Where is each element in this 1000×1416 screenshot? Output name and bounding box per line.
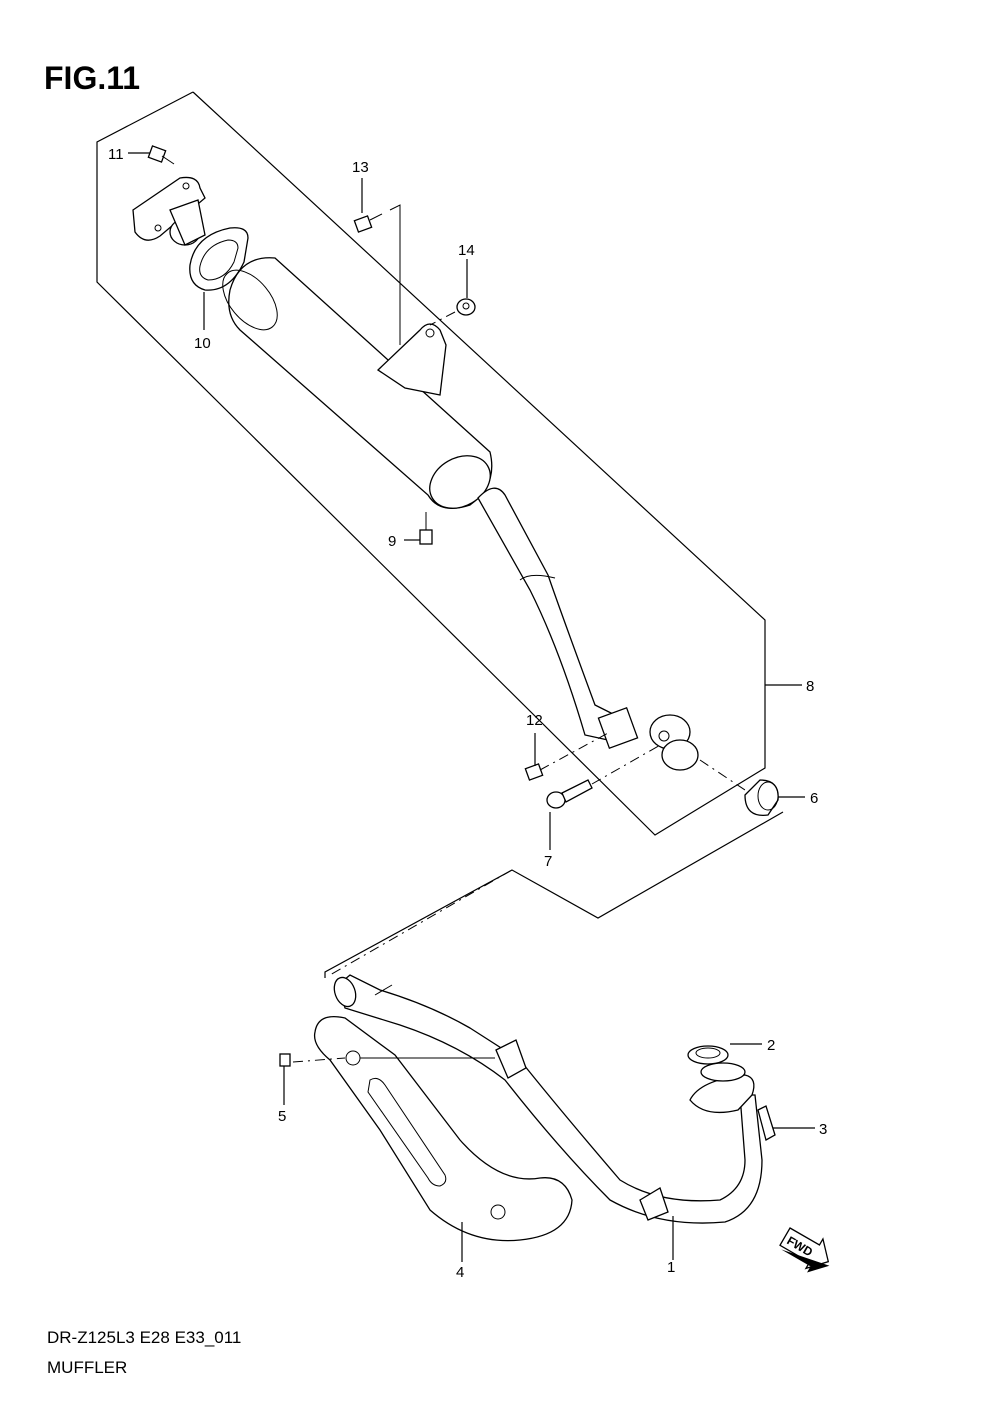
lower-outline — [324, 811, 784, 978]
bolt-9 — [419, 512, 433, 545]
exhaust-pipe — [333, 974, 763, 1224]
callout-8: 8 — [806, 678, 814, 695]
callout-1: 1 — [667, 1259, 675, 1276]
callout-6: 6 — [810, 790, 818, 807]
callout-10: 10 — [194, 335, 211, 352]
callout-12: 12 — [526, 712, 543, 729]
screw-5 — [279, 1053, 346, 1067]
exhaust-flange — [689, 1062, 755, 1114]
lower-outline-dash — [329, 869, 513, 976]
muffler-mount-bracket — [376, 323, 447, 396]
leader-lines — [128, 152, 815, 1262]
callout-7: 7 — [544, 853, 552, 870]
callout-9: 9 — [388, 533, 396, 550]
stud-3 — [757, 1105, 776, 1141]
callout-4: 4 — [456, 1264, 464, 1281]
callout-11: 11 — [108, 146, 124, 163]
bolt-7 — [546, 743, 663, 809]
gasket — [189, 227, 249, 291]
callout-5: 5 — [278, 1108, 286, 1125]
bolt-11 — [147, 145, 175, 165]
pipe-clamp — [597, 707, 699, 771]
bushing-6 — [744, 779, 779, 816]
muffler-body — [222, 257, 493, 509]
callout-13: 13 — [352, 159, 369, 176]
model-code: DR-Z125L3 E28 E33_011 — [47, 1328, 242, 1347]
figure-title: FIG.11 — [44, 60, 141, 96]
gasket-2 — [687, 1045, 729, 1065]
muffler-inlet-flange — [132, 176, 206, 246]
bolt-13 — [353, 213, 383, 233]
assembly-name: MUFFLER — [47, 1358, 128, 1377]
nut-14 — [456, 298, 476, 316]
muffler-pipe — [477, 487, 616, 741]
callout-2: 2 — [767, 1037, 775, 1054]
callout-14: 14 — [458, 242, 475, 259]
assembly-outline — [96, 91, 766, 836]
callout-3: 3 — [819, 1121, 827, 1138]
heat-shield — [313, 1015, 573, 1242]
bolt-12 — [524, 731, 611, 781]
fwd-direction-marker: FWD — [779, 1227, 830, 1273]
